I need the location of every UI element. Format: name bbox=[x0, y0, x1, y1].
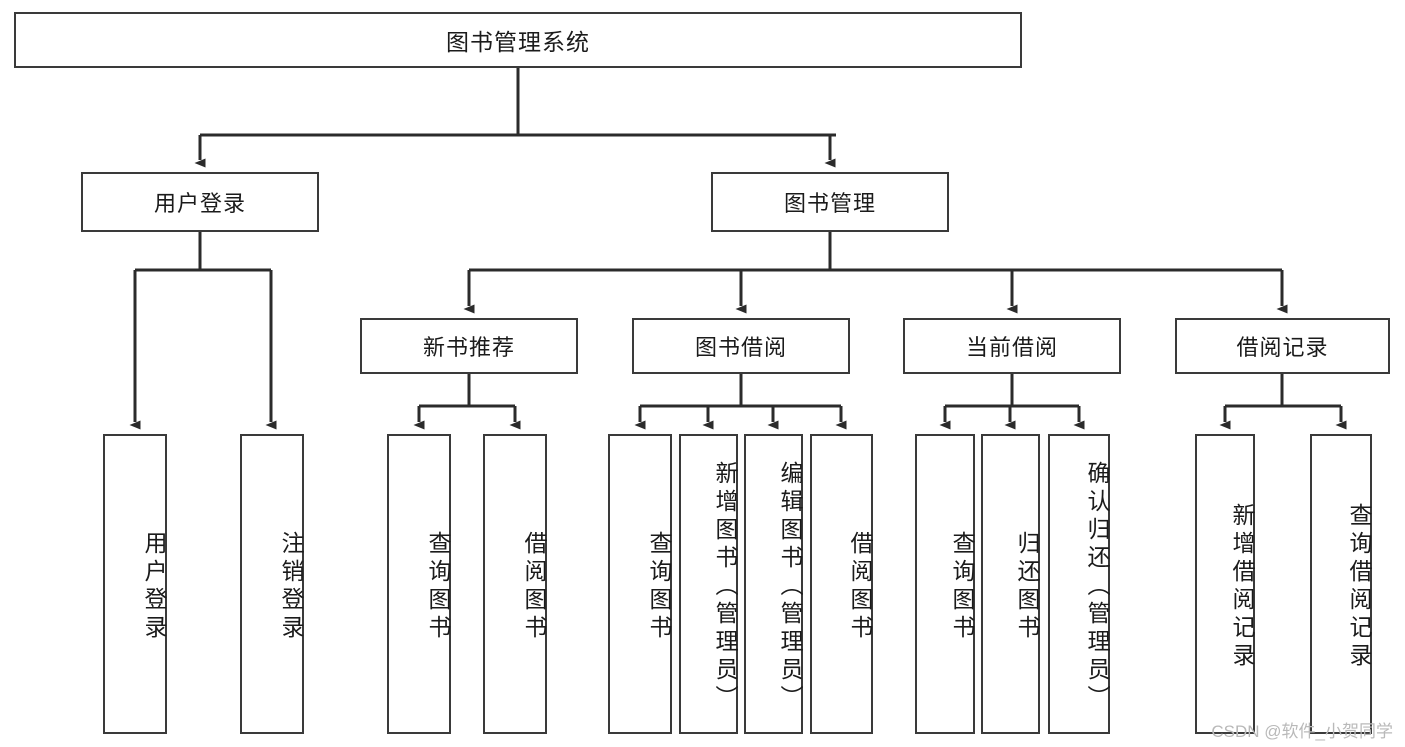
node-leaf-query-book-recommend[interactable]: 查询图书 bbox=[387, 434, 451, 734]
node-leaf-confirm-return-admin[interactable]: 确认归还（管理员） bbox=[1048, 434, 1110, 734]
node-leaf-borrow-book[interactable]: 借阅图书 bbox=[810, 434, 873, 734]
node-leaf-query-book-current[interactable]: 查询图书 bbox=[915, 434, 975, 734]
node-current-borrow[interactable]: 当前借阅 bbox=[903, 318, 1121, 374]
node-leaf-query-book-borrow[interactable]: 查询图书 bbox=[608, 434, 672, 734]
node-leaf-user-login[interactable]: 用户登录 bbox=[103, 434, 167, 734]
node-leaf-return-book[interactable]: 归还图书 bbox=[981, 434, 1040, 734]
node-book-management[interactable]: 图书管理 bbox=[711, 172, 949, 232]
node-leaf-borrow-book-recommend[interactable]: 借阅图书 bbox=[483, 434, 547, 734]
node-leaf-edit-book-admin[interactable]: 编辑图书（管理员） bbox=[744, 434, 803, 734]
node-leaf-logout-login[interactable]: 注销登录 bbox=[240, 434, 304, 734]
node-new-book-recommend[interactable]: 新书推荐 bbox=[360, 318, 578, 374]
node-leaf-add-book-admin[interactable]: 新增图书（管理员） bbox=[679, 434, 738, 734]
node-leaf-query-borrow-record[interactable]: 查询借阅记录 bbox=[1310, 434, 1372, 734]
node-root-system[interactable]: 图书管理系统 bbox=[14, 12, 1022, 68]
node-user-login[interactable]: 用户登录 bbox=[81, 172, 319, 232]
node-book-borrow[interactable]: 图书借阅 bbox=[632, 318, 850, 374]
node-leaf-add-borrow-record[interactable]: 新增借阅记录 bbox=[1195, 434, 1255, 734]
node-borrow-record[interactable]: 借阅记录 bbox=[1175, 318, 1390, 374]
